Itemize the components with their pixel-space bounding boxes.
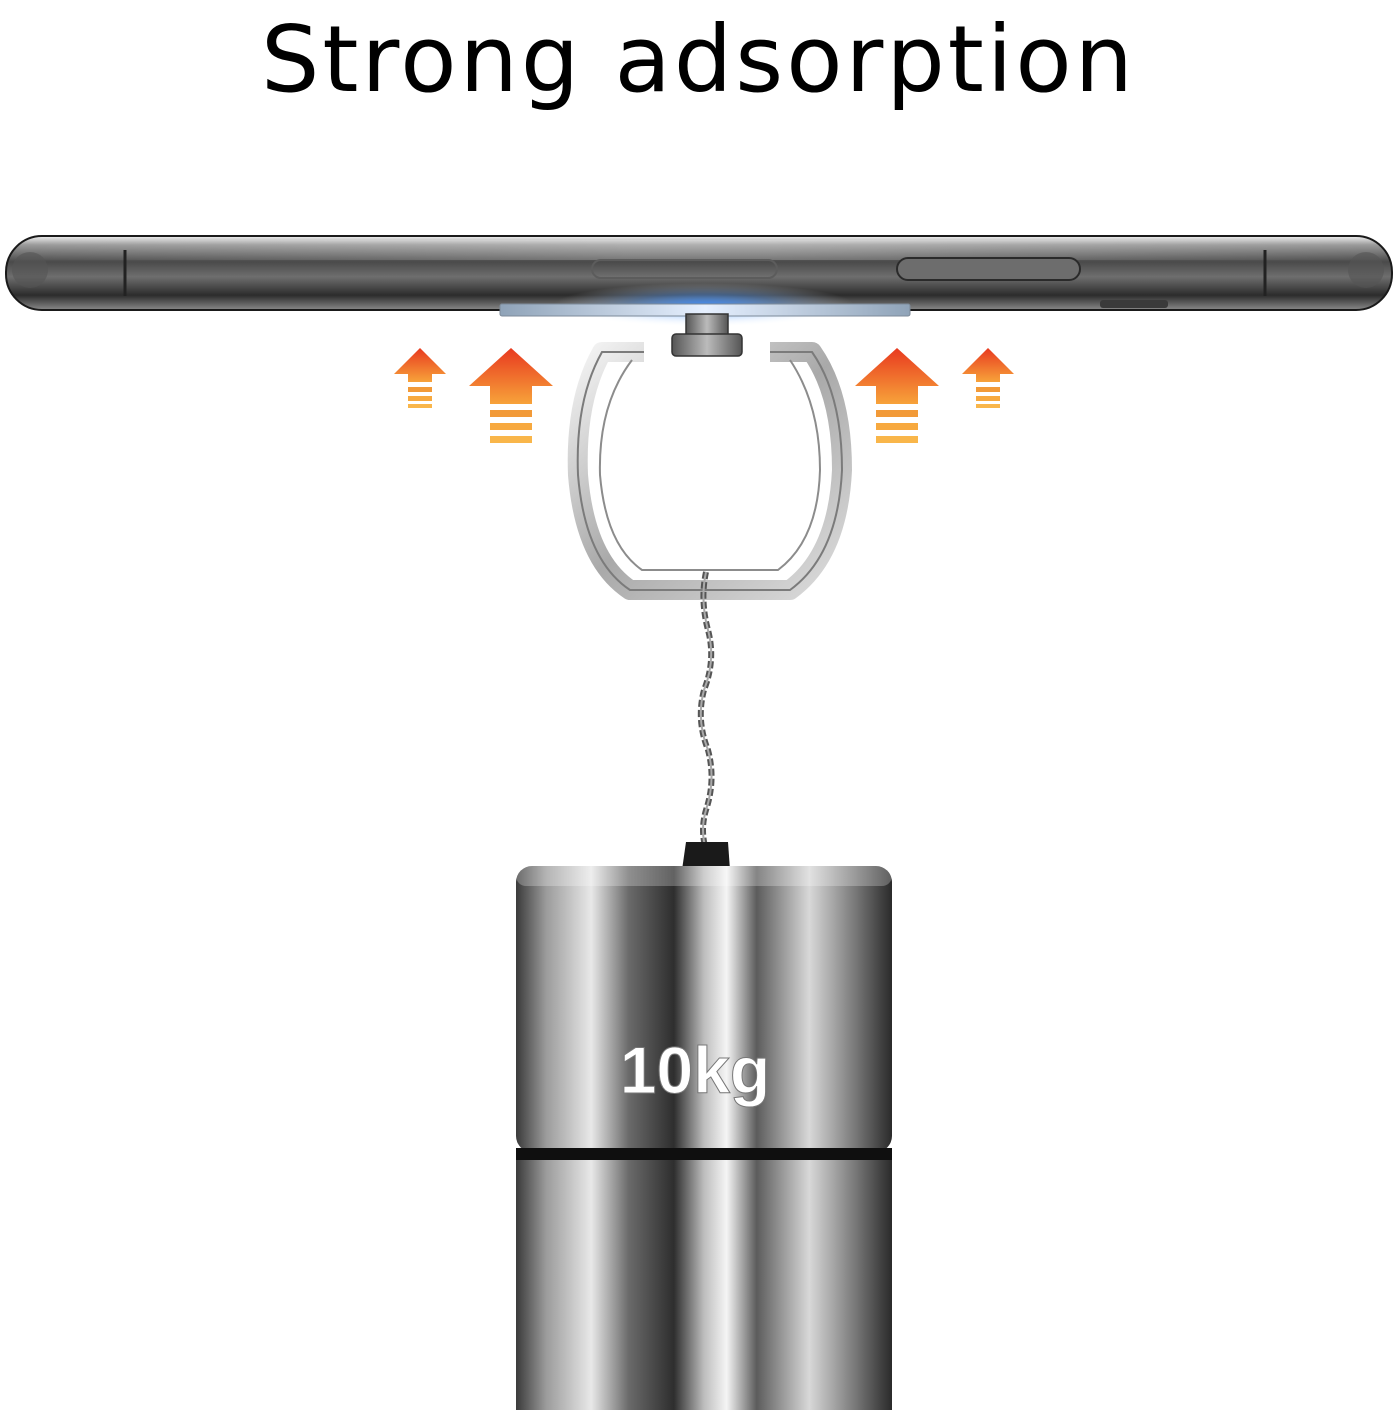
arrow-up-icon [855,348,939,443]
arrow-up-icon [469,348,553,443]
arrow-up-icon [394,348,446,408]
weight-label: 10kg [620,1033,770,1107]
smartphone [5,235,1393,311]
headline: Strong adsorption [261,6,1136,113]
chain [697,571,715,851]
arrow-up-icon [962,348,1014,408]
ring-holder [567,313,852,600]
cylinder-weight: 10kg [516,842,892,1410]
